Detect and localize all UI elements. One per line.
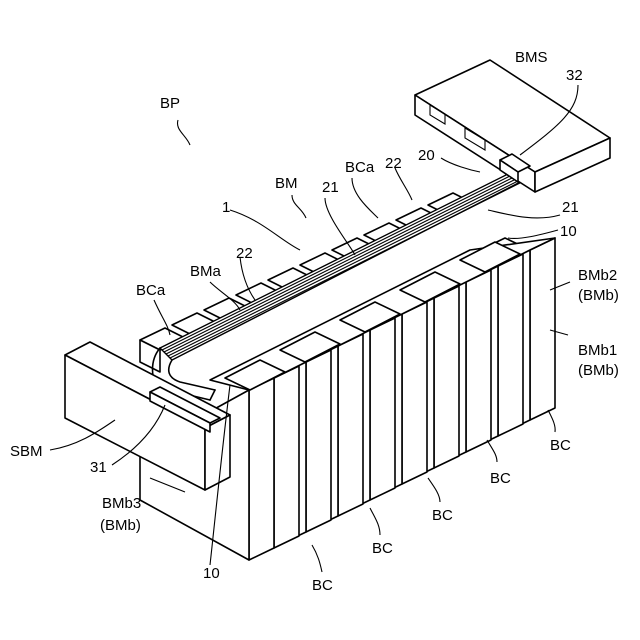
label-1: 1 — [222, 199, 230, 216]
label-bmb1-paren: (BMb) — [578, 362, 619, 379]
label-bc-4: BC — [372, 540, 393, 557]
label-bmb2-paren: (BMb) — [578, 287, 619, 304]
label-10-right: 10 — [560, 223, 577, 240]
label-bmb3-paren: (BMb) — [100, 517, 141, 534]
label-31: 31 — [90, 459, 107, 476]
label-bm: BM — [275, 175, 298, 192]
front-row-cells — [140, 238, 555, 560]
label-32: 32 — [566, 67, 583, 84]
label-sbm: SBM — [10, 443, 43, 460]
label-bmb1: BMb1 — [578, 342, 617, 359]
label-bc-3: BC — [432, 507, 453, 524]
label-bca-top: BCa — [345, 159, 375, 176]
label-21-right: 21 — [562, 199, 579, 216]
label-20: 20 — [418, 147, 435, 164]
label-bma: BMa — [190, 263, 222, 280]
label-bms: BMS — [515, 49, 548, 66]
label-bmb3: BMb3 — [102, 495, 141, 512]
label-bc-2: BC — [490, 470, 511, 487]
label-bca-left: BCa — [136, 282, 166, 299]
label-bp: BP — [160, 95, 180, 112]
label-22-left: 22 — [236, 245, 253, 262]
label-10-bottom: 10 — [203, 565, 220, 582]
label-bmb2: BMb2 — [578, 267, 617, 284]
label-bc-5: BC — [312, 577, 333, 594]
label-22-top: 22 — [385, 155, 402, 172]
label-bc-1: BC — [550, 437, 571, 454]
label-21-top: 21 — [322, 179, 339, 196]
